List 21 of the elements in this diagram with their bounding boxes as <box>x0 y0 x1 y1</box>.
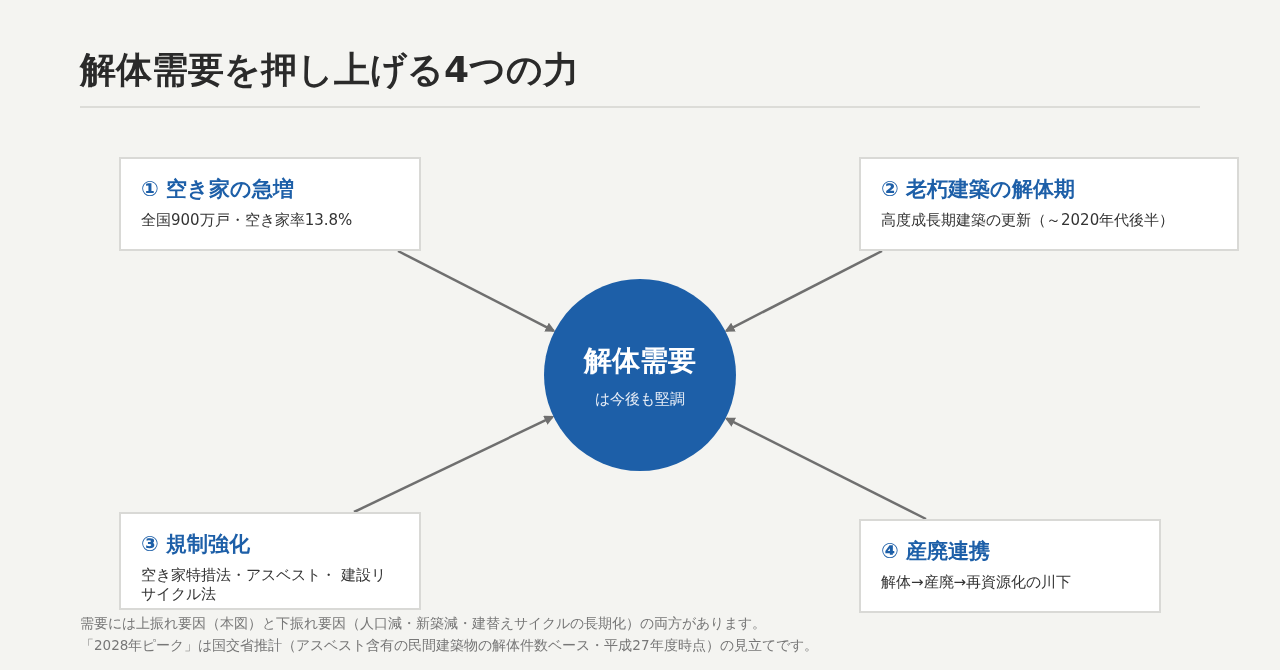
arrow <box>724 249 883 332</box>
arrow <box>353 415 555 514</box>
box-heading: ② 老朽建築の解体期 <box>881 176 1077 203</box>
box-description: 解体→産廃→再資源化の川下 <box>881 573 1073 592</box>
box-heading: ③ 規制強化 <box>141 531 252 558</box>
box-description: 高度成長期建築の更新（～2020年代後半） <box>881 211 1176 230</box>
box-description: 全国900万戸・空き家率13.8% <box>141 211 354 230</box>
footnote: 「2028年ピーク」は国交省推計（アスベスト含有の民間建築物の解体件数ベース・平成27年度時点）の見立てです。 <box>80 637 818 655</box>
arrow <box>724 417 927 521</box>
footnote: 需要には上振れ要因（本図）と下振れ要因（人口減・新築減・建替えサイクルの長期化）の両方があります。 <box>80 615 766 633</box>
factor-box <box>119 157 421 251</box>
box-heading: ① 空き家の急増 <box>141 176 296 203</box>
factor-box <box>859 157 1239 251</box>
box-heading: ④ 産廃連携 <box>881 538 992 565</box>
circle-subtext: は今後も堅調 <box>595 389 685 409</box>
factor-box <box>859 519 1161 613</box>
arrow <box>397 249 556 332</box>
factor-box <box>119 512 421 610</box>
box-description: 空き家特措法・アスベスト・ 建設リサイクル法 <box>141 566 387 604</box>
title: 解体需要を押し上げる4つの力 <box>80 48 580 92</box>
circle-heading: 解体需要 <box>584 342 696 379</box>
